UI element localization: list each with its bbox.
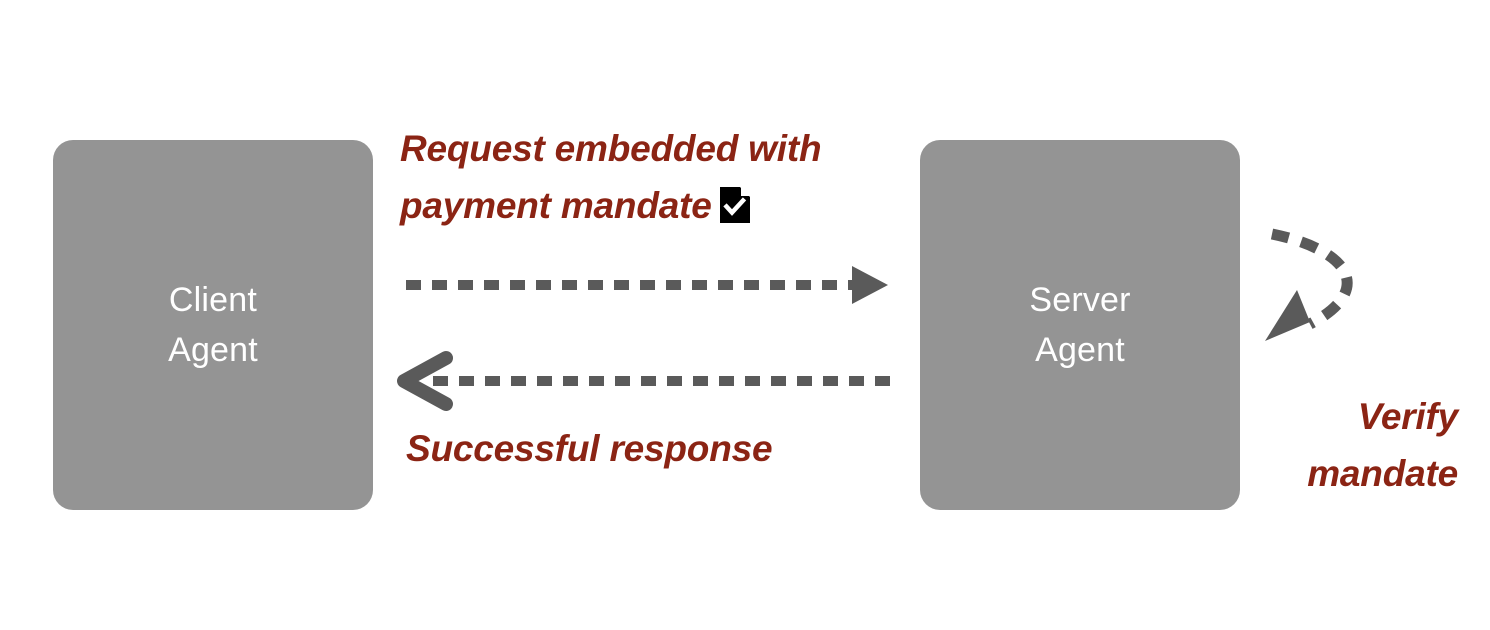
- response-arrow-head: [397, 351, 453, 411]
- request-annotation: Request embedded with payment mandate: [400, 120, 900, 240]
- response-arrow: [397, 351, 890, 411]
- request-annotation-text: Request embedded with payment mandate: [400, 128, 822, 227]
- document-check-icon: [719, 182, 750, 239]
- client-agent-node[interactable]: Client Agent: [53, 140, 373, 510]
- request-arrow-head: [852, 266, 888, 304]
- request-arrow: [406, 266, 888, 304]
- server-agent-label-line2: Agent: [1035, 331, 1125, 369]
- server-agent-label-line1: Server: [1029, 280, 1131, 319]
- server-agent-node[interactable]: Server Agent: [920, 140, 1240, 510]
- verify-annotation: Verify mandate: [1307, 396, 1458, 495]
- verify-loop-arrow-head: [1265, 290, 1310, 341]
- verify-loop-curve: [1270, 228, 1353, 329]
- verify-loop-arrow: [1265, 228, 1353, 341]
- client-agent-label-line1: Client: [168, 280, 258, 319]
- client-agent-label-line2: Agent: [168, 331, 258, 369]
- response-annotation: Successful response: [406, 428, 773, 469]
